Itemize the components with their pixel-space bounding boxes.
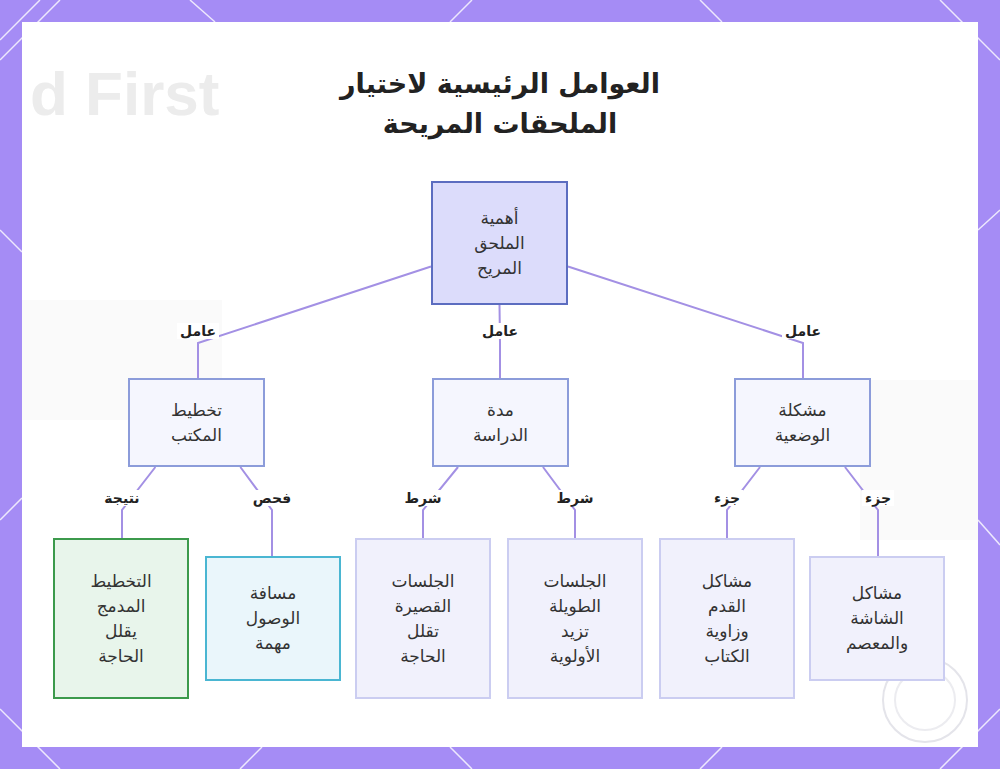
node-text: مشاكل القدم وزاوية الكتاب xyxy=(695,569,759,669)
factor-box: مشكلة الوضعية xyxy=(734,378,871,467)
node-text: التخطيط المدمج يقلل الحاجة xyxy=(89,569,153,669)
edge-label: شرط xyxy=(553,490,596,506)
root-box: أهمية الملحق المريح xyxy=(431,181,568,305)
node-text: مسافة الوصول مهمة xyxy=(241,581,305,656)
node-text: مشكلة الوضعية xyxy=(766,398,839,448)
node-text: الجلسات الطويلة تزيد الأولوية xyxy=(543,569,607,669)
edge-label: جزء xyxy=(711,490,743,506)
edge-label: عامل xyxy=(177,323,219,339)
detail-box: التخطيط المدمج يقلل الحاجة xyxy=(53,538,189,699)
edge-label: فحص xyxy=(250,490,294,506)
card-background xyxy=(22,22,978,747)
node-text: الجلسات القصيرة تقلل الحاجة xyxy=(391,569,455,669)
detail-box: الجلسات القصيرة تقلل الحاجة xyxy=(355,538,491,699)
connector-line xyxy=(568,267,803,378)
connector-line xyxy=(240,467,272,556)
node-text: تخطيط المكتب xyxy=(160,398,233,448)
edge-label: شرط xyxy=(401,490,444,506)
connector-line xyxy=(845,467,878,556)
connector-line xyxy=(499,305,502,378)
factor-box: مدة الدراسة xyxy=(432,378,569,467)
edge-label: عامل xyxy=(782,323,824,339)
node-text: أهمية الملحق المريح xyxy=(465,206,534,281)
connector-line xyxy=(198,267,431,378)
detail-box: مشاكل القدم وزاوية الكتاب xyxy=(659,538,795,699)
watermark-text: d First xyxy=(30,58,219,129)
factor-box: تخطيط المكتب xyxy=(128,378,265,467)
edge-label: جزء xyxy=(862,490,894,506)
node-text: مدة الدراسة xyxy=(464,398,537,448)
node-text: مشاكل الشاشة والمعصم xyxy=(845,581,909,656)
edge-label: عامل xyxy=(479,323,521,339)
detail-box: الجلسات الطويلة تزيد الأولوية xyxy=(507,538,643,699)
detail-box: مشاكل الشاشة والمعصم xyxy=(809,556,945,681)
edge-label: نتيجة xyxy=(101,490,142,506)
diagram-title: العوامل الرئيسية لاختيار الملحقات المريح… xyxy=(320,64,680,144)
detail-box: مسافة الوصول مهمة xyxy=(205,556,341,681)
